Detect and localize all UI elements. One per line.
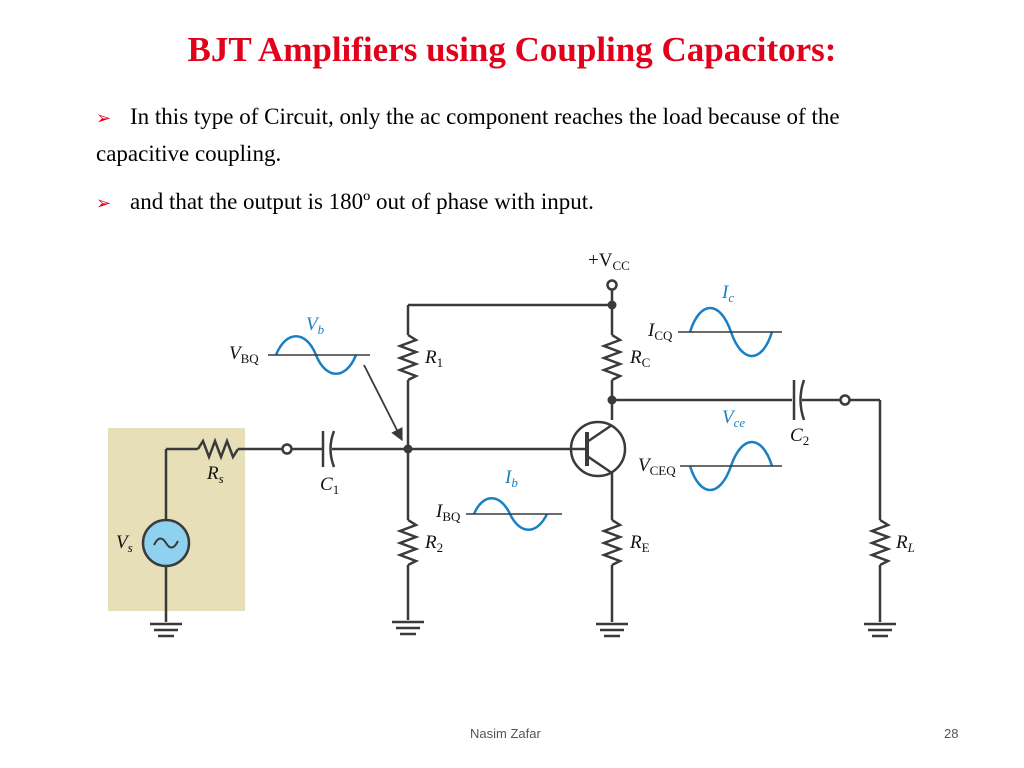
ib-label: Ib: [504, 467, 518, 490]
rl-label: RL: [895, 532, 915, 555]
footer-author: Nasim Zafar: [470, 726, 541, 741]
sine-icon: [153, 537, 179, 549]
c2-output-terminal: [839, 394, 851, 406]
rc-label: RC: [629, 347, 650, 370]
vcc-label: +VCC: [588, 250, 630, 273]
arrowhead-bullet-icon: ➢: [96, 193, 112, 213]
vcc-terminal: [606, 279, 618, 291]
icq-label: ICQ: [647, 320, 673, 343]
vs-label: Vs: [116, 532, 133, 555]
r1-resistor: [396, 333, 420, 382]
bullet-ac-coupling: ➢In this type of Circuit, only the ac co…: [96, 99, 876, 172]
vb-pointer-arrow: [363, 364, 403, 442]
c1-label: C1: [320, 474, 339, 497]
rl-resistor: [868, 518, 892, 567]
c2-label: C2: [790, 425, 809, 448]
signal-source-box: [108, 428, 245, 611]
re-label: RE: [629, 532, 650, 555]
r2-label: R2: [424, 532, 443, 555]
c1-plate-curved: [329, 430, 336, 468]
bullet-phase-shift: ➢ and that the output is 180º out of phas…: [96, 184, 876, 221]
rc-resistor: [600, 333, 624, 382]
slide-title: BJT Amplifiers using Coupling Capacitors…: [187, 30, 837, 69]
vbq-label: VBQ: [229, 343, 259, 366]
ic-label: Ic: [721, 282, 734, 305]
page-number: 28: [944, 726, 959, 741]
rs-label: Rs: [206, 463, 224, 486]
r2-resistor: [396, 518, 420, 567]
c1-input-terminal: [281, 443, 293, 455]
ibq-label: IBQ: [435, 501, 461, 524]
vb-label: Vb: [306, 314, 325, 337]
bullet-text-1: In this type of Circuit, only the ac com…: [96, 104, 840, 166]
rs-resistor: [196, 437, 240, 461]
bullet-text-2: and that the output is 180º out of phase…: [130, 189, 594, 214]
vce-label: Vce: [722, 407, 745, 430]
bjt-transistor-body: [569, 420, 627, 478]
r1-label: R1: [424, 347, 443, 370]
vceq-label: VCEQ: [638, 455, 676, 478]
re-resistor: [600, 518, 624, 567]
arrowhead-bullet-icon: ➢: [96, 108, 112, 128]
